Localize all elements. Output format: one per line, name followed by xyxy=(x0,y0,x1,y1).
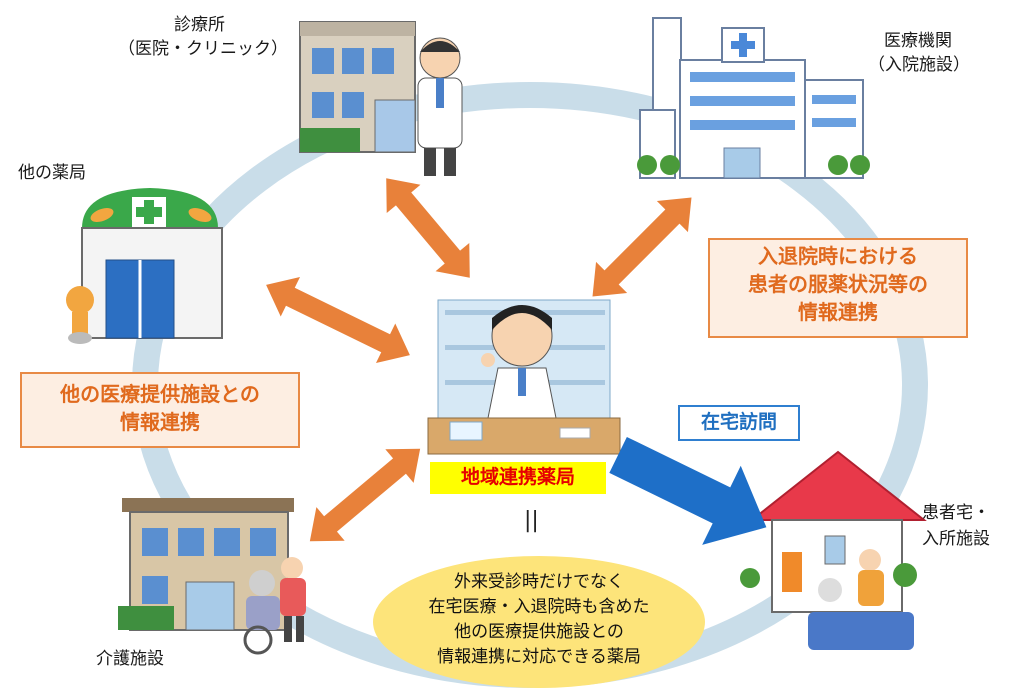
other-pharmacy-label: 他の薬局 xyxy=(18,163,86,183)
other-facility-info-line1: 他の医療提供施設との xyxy=(60,382,260,406)
home-visit-box: 在宅訪問 xyxy=(678,405,800,441)
community-pharmacy-label: 地域連携薬局 xyxy=(430,462,606,494)
hospital-info-line1: 入退院時における xyxy=(758,244,918,268)
clinic-illustration xyxy=(299,21,416,153)
hospital-info-line3: 情報連携 xyxy=(798,300,878,324)
community-pharmacy-illustration xyxy=(427,299,621,455)
definition-line4: 情報連携に対応できる薬局 xyxy=(437,647,641,667)
definition-ellipse xyxy=(373,556,705,688)
equals-mark: || xyxy=(524,508,539,533)
definition-line2: 在宅医療・入退院時も含めた xyxy=(428,597,650,617)
arrow-care-facility xyxy=(309,448,421,542)
arrow-other-pharmacy xyxy=(266,276,410,364)
arrow-home-visit xyxy=(609,436,767,545)
clinic-label: 診療所 xyxy=(174,15,225,35)
other-facility-info-line2: 情報連携 xyxy=(120,410,200,434)
patient-home-label-line2: 入所施設 xyxy=(922,529,990,549)
other-facility-info-box: 他の医療提供施設との 情報連携 xyxy=(20,372,300,448)
doctor-illustration xyxy=(417,37,463,176)
clinic-sublabel: （医院・クリニック） xyxy=(118,39,288,59)
arrow-clinic xyxy=(386,178,470,278)
arrow-hospital xyxy=(592,197,692,297)
patient-home-illustration xyxy=(740,450,927,650)
care-facility-illustration xyxy=(118,498,306,655)
hospital-illustration xyxy=(637,17,870,179)
hospital-info-line2: 患者の服薬状況等の xyxy=(748,272,928,296)
other-pharmacy-illustration xyxy=(66,188,223,344)
care-facility-label: 介護施設 xyxy=(96,649,164,669)
patient-home-label-line1: 患者宅・ xyxy=(922,503,990,523)
definition-line3: 他の医療提供施設との xyxy=(454,622,624,642)
definition-text: 外来受診時だけでなく 在宅医療・入退院時も含めた 他の医療提供施設との 情報連携… xyxy=(380,570,698,670)
definition-line1: 外来受診時だけでなく xyxy=(454,572,624,592)
hospital-info-box: 入退院時における 患者の服薬状況等の 情報連携 xyxy=(708,238,968,338)
hospital-sublabel: （入院施設） xyxy=(868,55,970,75)
hospital-label: 医療機関 xyxy=(884,31,952,51)
